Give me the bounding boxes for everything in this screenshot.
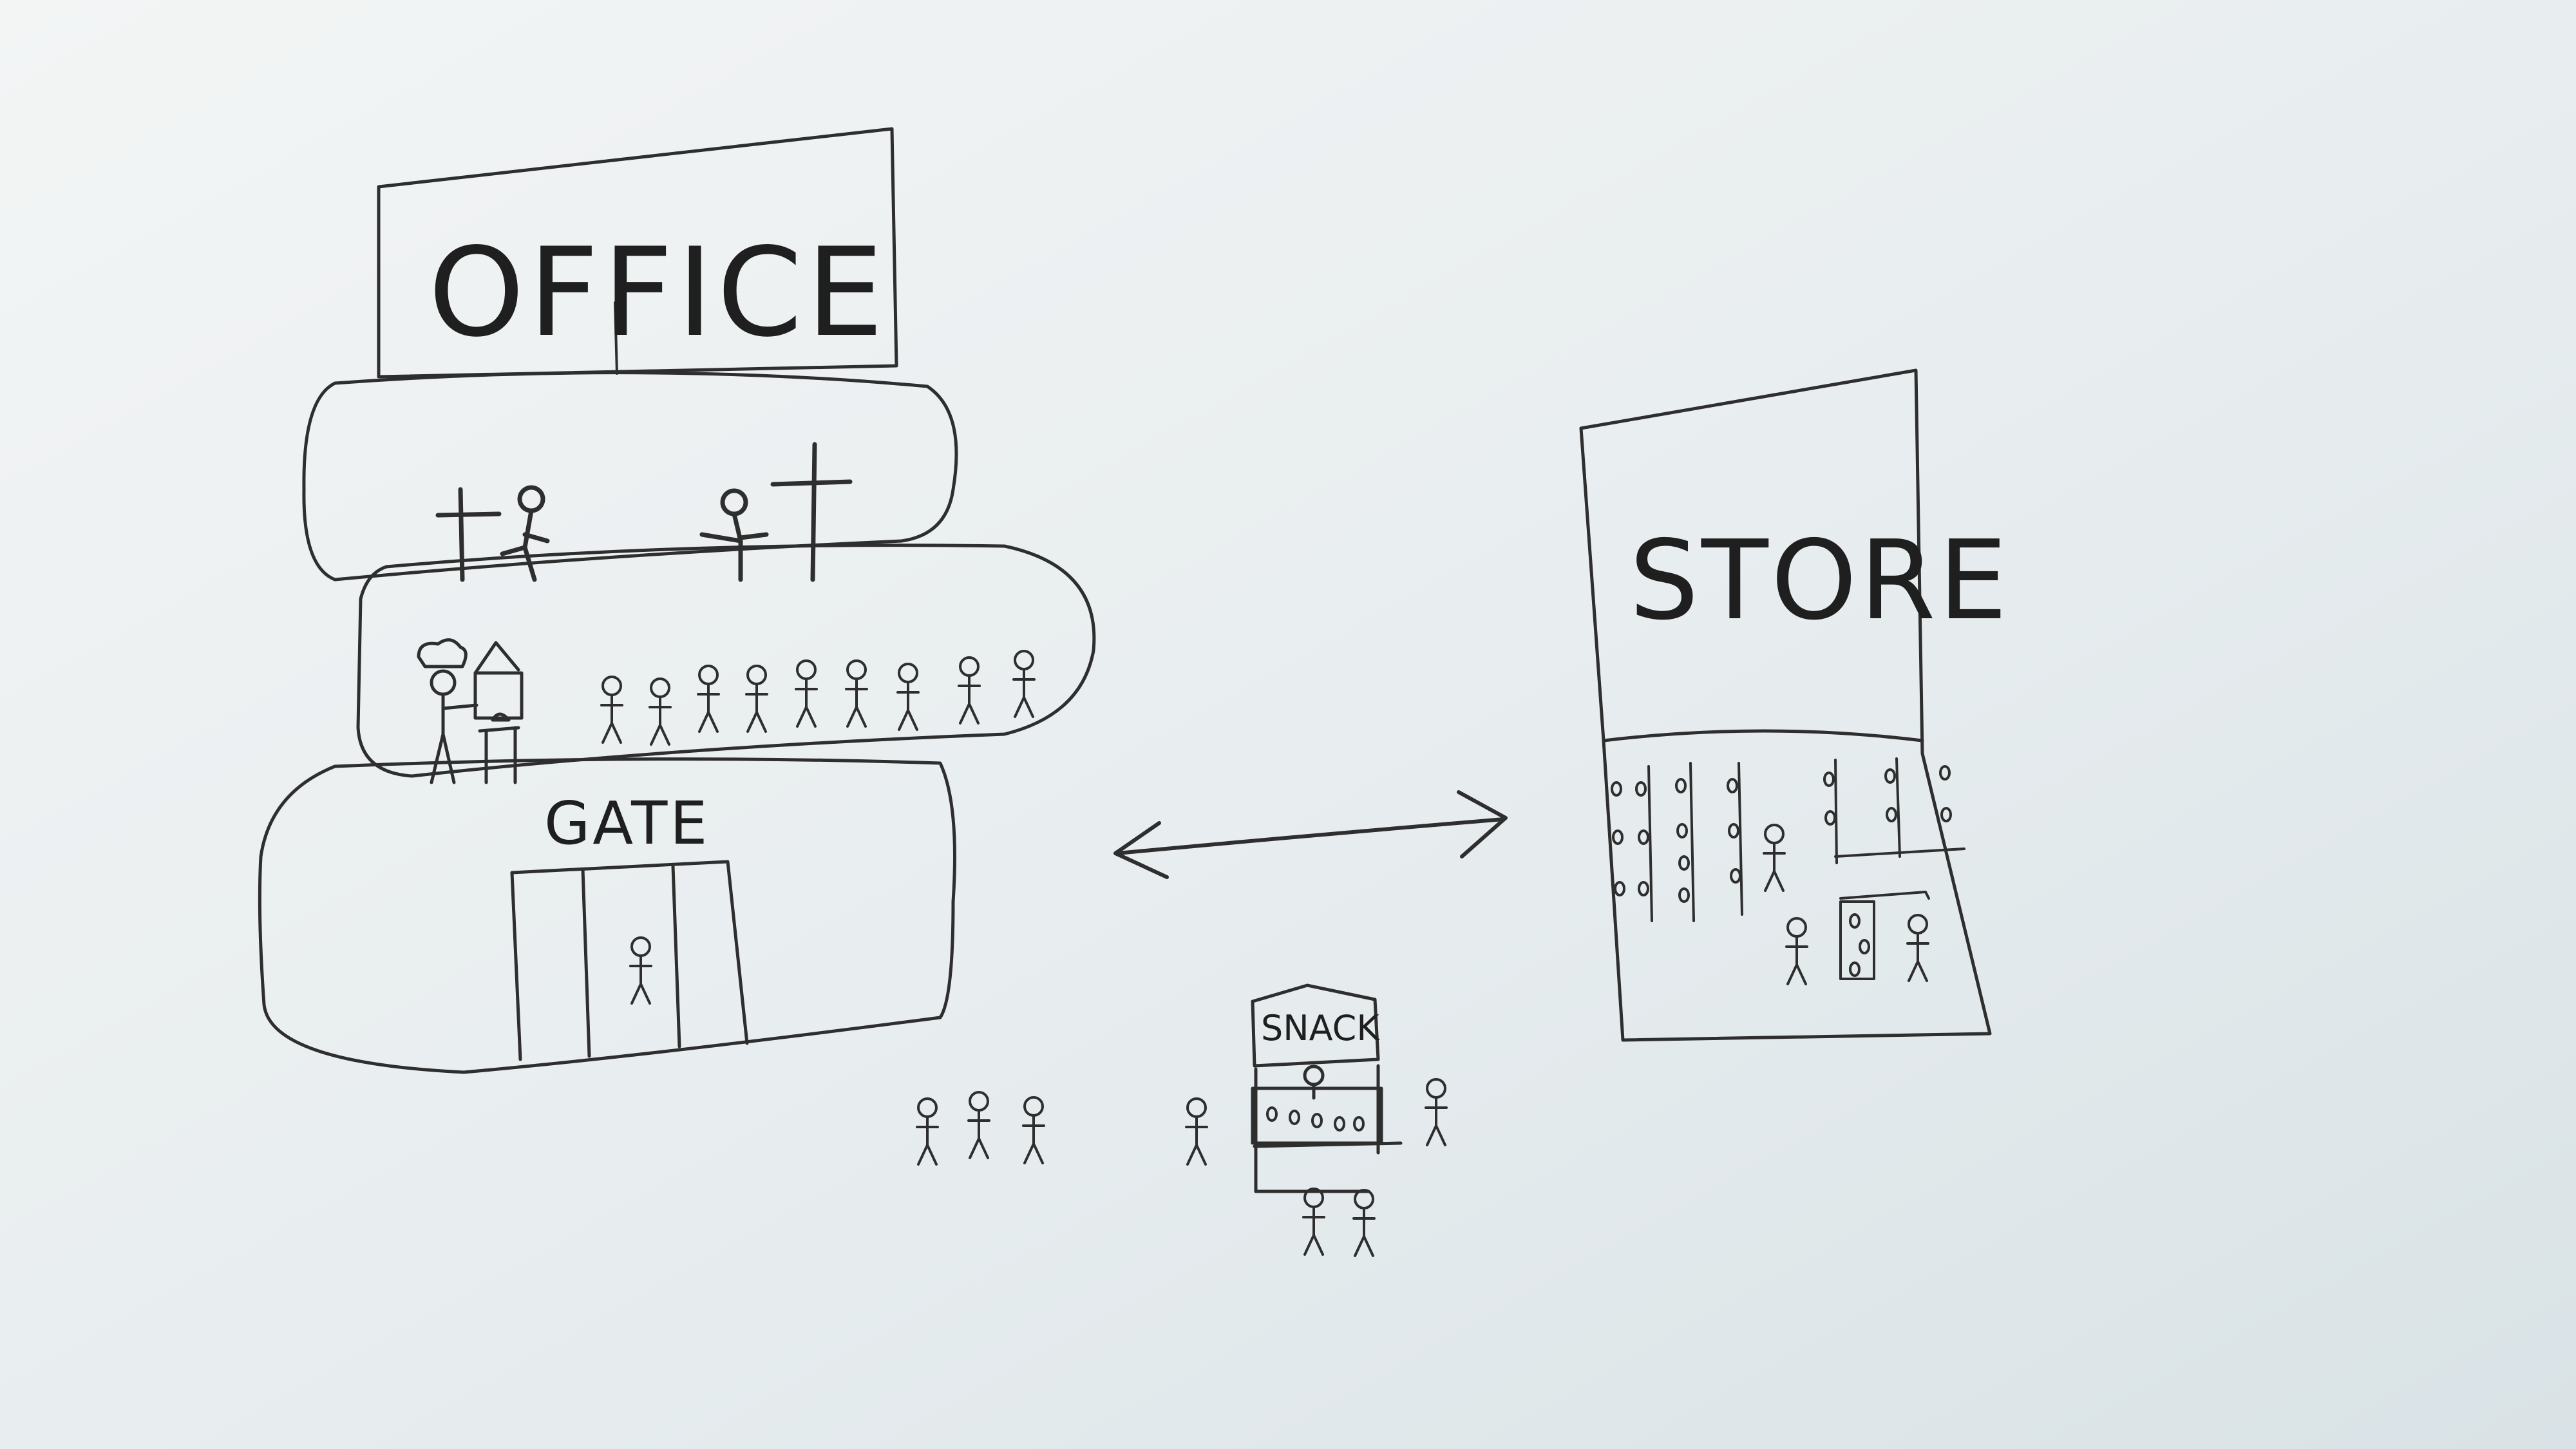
office-sign: OFFICE [377, 127, 898, 379]
chef-at-counter [417, 638, 478, 784]
store-checkout [1839, 891, 1930, 982]
store-shelves [1611, 757, 1965, 922]
office-gate-floor: GATE [258, 757, 956, 1074]
desk-worker-left [435, 485, 550, 582]
office-floor-desks [302, 371, 958, 582]
snack-label: SNACK [1261, 1008, 1380, 1048]
store-building: STORE [1579, 368, 2010, 1042]
snack-stand: SNACK [1251, 983, 1403, 1193]
office-building: OFFICE [258, 127, 1096, 1074]
store-label: STORE [1629, 517, 2010, 645]
office-floor-cafeteria [356, 544, 1096, 784]
office-label: OFFICE [428, 222, 887, 364]
food-stall [473, 641, 524, 784]
gate-label: GATE [544, 789, 710, 858]
gate-doors [510, 860, 749, 1061]
two-way-arrow [1113, 790, 1508, 879]
